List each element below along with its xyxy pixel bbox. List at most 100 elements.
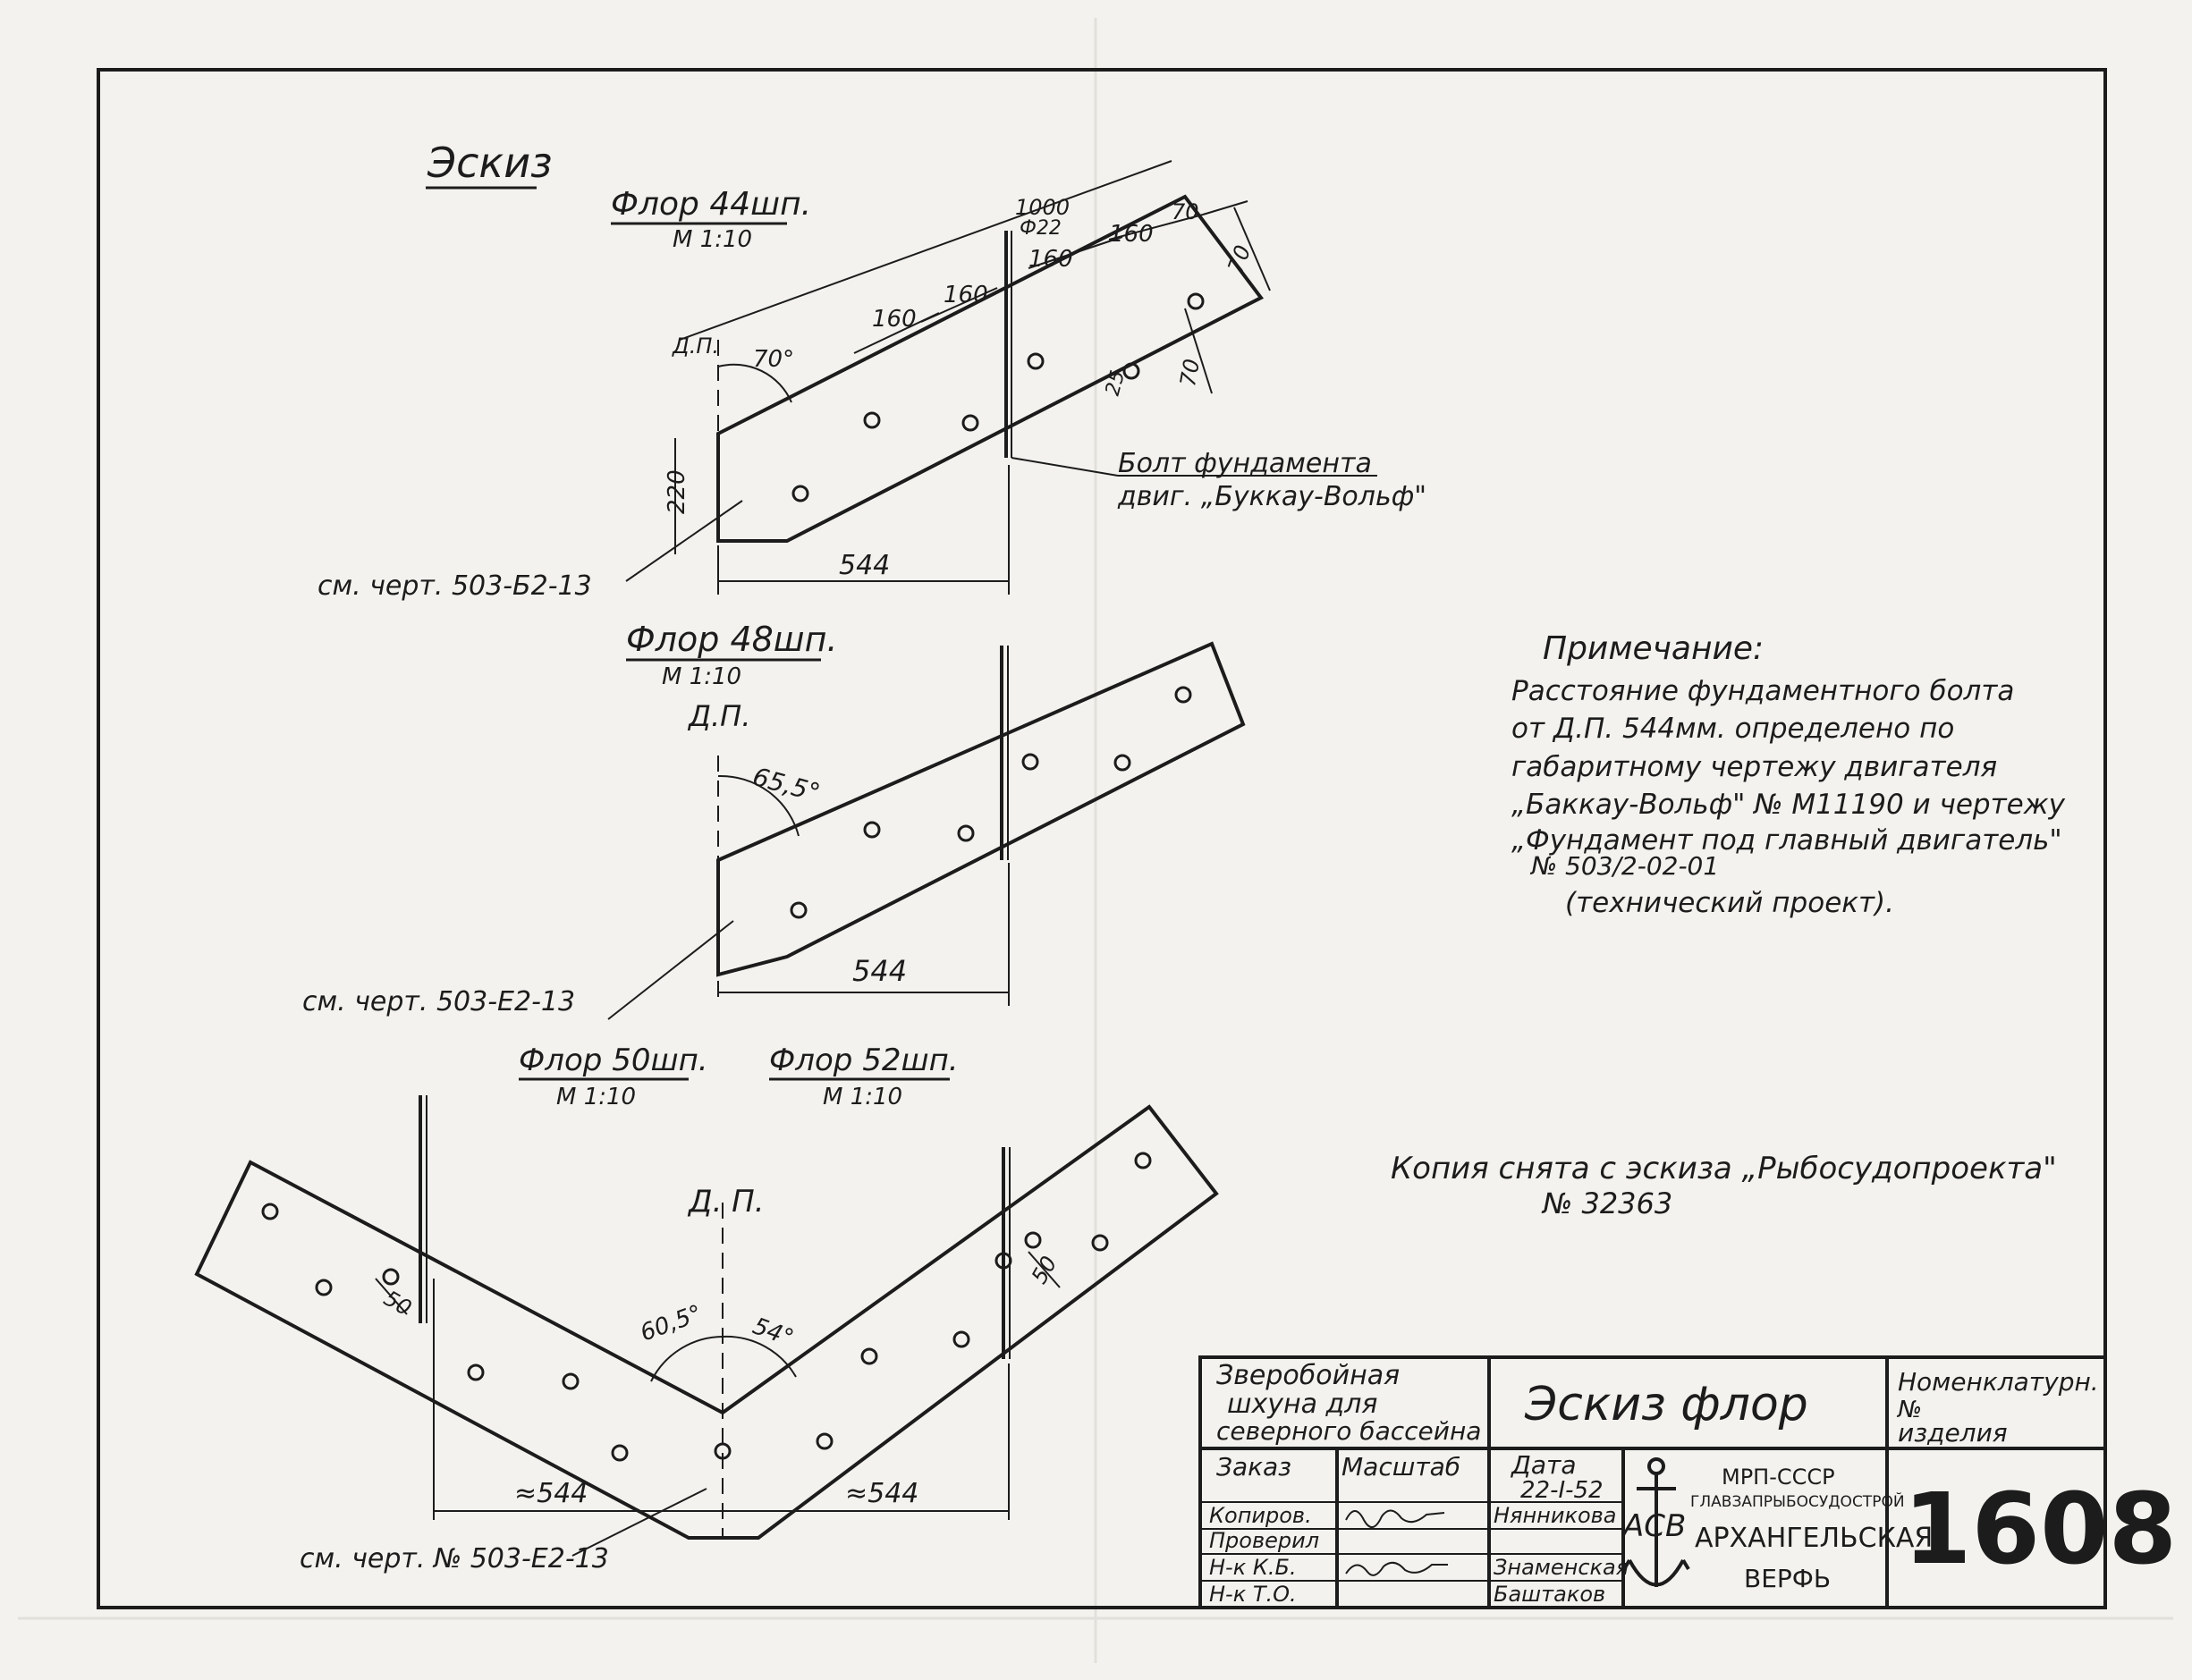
sketch-floor-48: Флор 48шп. М 1:10 Д.П. 65,5° 544 см. чер…: [302, 620, 1246, 1020]
bolt-hole: [791, 485, 809, 502]
floor-50-52-bolt-holes: [261, 1152, 1152, 1462]
floor-50-label: Флор 50шп.: [519, 1043, 708, 1078]
angle-label: 65,5°: [749, 762, 823, 808]
floor-50-52-outline: [194, 1104, 1219, 1540]
project-name-line2: шхуна для: [1227, 1389, 1377, 1420]
note-line: габаритному чертежу двигателя: [1511, 751, 1997, 783]
drawing-number: 1608: [1903, 1472, 2177, 1586]
date-label: Дата: [1510, 1450, 1577, 1480]
bolt-hole: [1134, 1152, 1152, 1169]
logo-text: АСВ: [1621, 1508, 1686, 1544]
note-block: Примечание: Расстояние фундаментного бол…: [1511, 630, 2066, 919]
floor-44-bolt-holes: [791, 292, 1205, 502]
dim-70c: 70: [1175, 357, 1205, 388]
nomenclature-line3: изделия: [1898, 1418, 2008, 1448]
floor-50-scale: М 1:10: [556, 1084, 636, 1110]
bolt-hole: [994, 1252, 1012, 1270]
floor-44-label: Флор 44шп.: [611, 186, 811, 223]
anchor-icon: [1622, 1457, 1690, 1587]
dim-50a: 50: [379, 1286, 415, 1321]
role-label: Копиров.: [1209, 1503, 1312, 1528]
dim-544: 544: [839, 550, 890, 581]
dim-544a: ≈544: [514, 1478, 588, 1509]
bolt-hole: [816, 1432, 834, 1450]
angle-label: 70°: [753, 346, 794, 373]
bolt-label-line1: Болт фундамента: [1118, 448, 1372, 479]
role-label: Н-к Т.О.: [1209, 1582, 1297, 1607]
bolt-hole: [1174, 686, 1192, 704]
dim-160a: 160: [872, 306, 917, 333]
note-line: „Баккау-Вольф" № М11190 и чертежу: [1511, 789, 2066, 821]
floor-48-scale: М 1:10: [662, 663, 741, 690]
floor-48-outline: [716, 641, 1246, 977]
person-name: Знаменская: [1494, 1555, 1629, 1580]
bolt-hole: [863, 411, 881, 429]
note-line: № 503/2-02-01: [1529, 851, 1719, 881]
dim-160b: 160: [944, 282, 988, 308]
sketch-floor-50-52: Флор 50шп. М 1:10 Флор 52шп. М 1:10 Д. П…: [194, 1043, 1219, 1574]
note-line: от Д.П. 544мм. определено по: [1511, 713, 1954, 745]
drawing-frame: [97, 68, 2107, 1609]
bolt-hole: [1113, 754, 1131, 772]
bolt-hole: [957, 824, 975, 842]
person-name: Нянникова: [1494, 1503, 1617, 1528]
bolt-hole: [611, 1444, 629, 1462]
project-name-line1: Зверобойная: [1216, 1360, 1400, 1391]
dp-label: Д.П.: [672, 333, 719, 359]
org-line3: АРХАНГЕЛЬСКАЯ: [1695, 1523, 1933, 1554]
signature: [1345, 1509, 1445, 1528]
floor-52-label: Флор 52шп.: [769, 1043, 959, 1078]
dim-phi22: Ф22: [1020, 217, 1062, 240]
bolt-hole: [1091, 1234, 1109, 1252]
angle-right-label: 54°: [749, 1313, 798, 1352]
bolt-hole: [961, 414, 979, 432]
role-label: Н-к К.Б.: [1209, 1555, 1297, 1580]
dim-1000: 1000: [1015, 195, 1070, 220]
role-label: Проверил: [1209, 1528, 1319, 1553]
copy-note-line1: Копия снята с эскиза „Рыбосудопроекта": [1391, 1151, 2057, 1186]
copy-note-line2: № 32363: [1541, 1186, 1672, 1220]
copy-note: Копия снята с эскиза „Рыбосудопроекта" №…: [1391, 1151, 2057, 1220]
signature: [1345, 1561, 1448, 1576]
dim-544: 544: [852, 954, 907, 988]
bolt-hole: [790, 901, 808, 919]
nomenclature-line1: Номенклатурн.: [1898, 1367, 2099, 1397]
date-value: 22-I-52: [1520, 1477, 1604, 1504]
bolt-hole: [863, 821, 881, 839]
paper-fold-lines: [18, 18, 2173, 1663]
bolt-hole: [1024, 1231, 1042, 1249]
dp-label: Д.П.: [687, 699, 750, 733]
floor-48-bolt-holes: [790, 686, 1192, 919]
dim-160c: 160: [1028, 246, 1073, 273]
bolt-hole: [261, 1203, 279, 1220]
note-line: Расстояние фундаментного болта: [1511, 675, 2014, 707]
nomenclature-line2: №: [1896, 1397, 1922, 1423]
bolt-hole: [315, 1279, 333, 1296]
dim-160d: 160: [1109, 221, 1154, 248]
angle-left-label: 60,5°: [637, 1300, 706, 1347]
dp-label: Д. П.: [687, 1184, 765, 1220]
org-line4: ВЕРФЬ: [1744, 1564, 1831, 1593]
bolt-label-line2: двиг. „Буккау-Вольф": [1117, 481, 1426, 512]
document-title: Эскиз флор: [1524, 1378, 1808, 1431]
note-line: (технический проект).: [1565, 887, 1894, 919]
org-line1: МРП-СССР: [1722, 1465, 1835, 1490]
scale-label: Масштаб: [1341, 1452, 1460, 1482]
dim-544b: ≈544: [845, 1478, 918, 1509]
bolt-hole: [1021, 753, 1039, 771]
order-label: Заказ: [1216, 1452, 1291, 1482]
note-title: Примечание:: [1543, 630, 1764, 667]
bolt-hole: [467, 1363, 485, 1381]
floor-44-scale: М 1:10: [673, 226, 752, 253]
bolt-hole: [382, 1268, 400, 1286]
floor-52-scale: М 1:10: [823, 1084, 902, 1110]
floor-48-ref: см. черт. 503-Е2-13: [302, 986, 575, 1017]
dim-220: 220: [664, 469, 690, 514]
floor-50-52-ref: см. черт. № 503-Е2-13: [300, 1543, 609, 1574]
sketch-floor-44: Флор 44шп. М 1:10: [317, 160, 1426, 602]
floor-44-ref: см. черт. 503-Б2-13: [317, 570, 592, 602]
note-line: „Фундамент под главный двигатель": [1511, 824, 2062, 857]
sketch-heading: Эскиз: [427, 139, 553, 187]
bolt-hole: [860, 1347, 878, 1365]
